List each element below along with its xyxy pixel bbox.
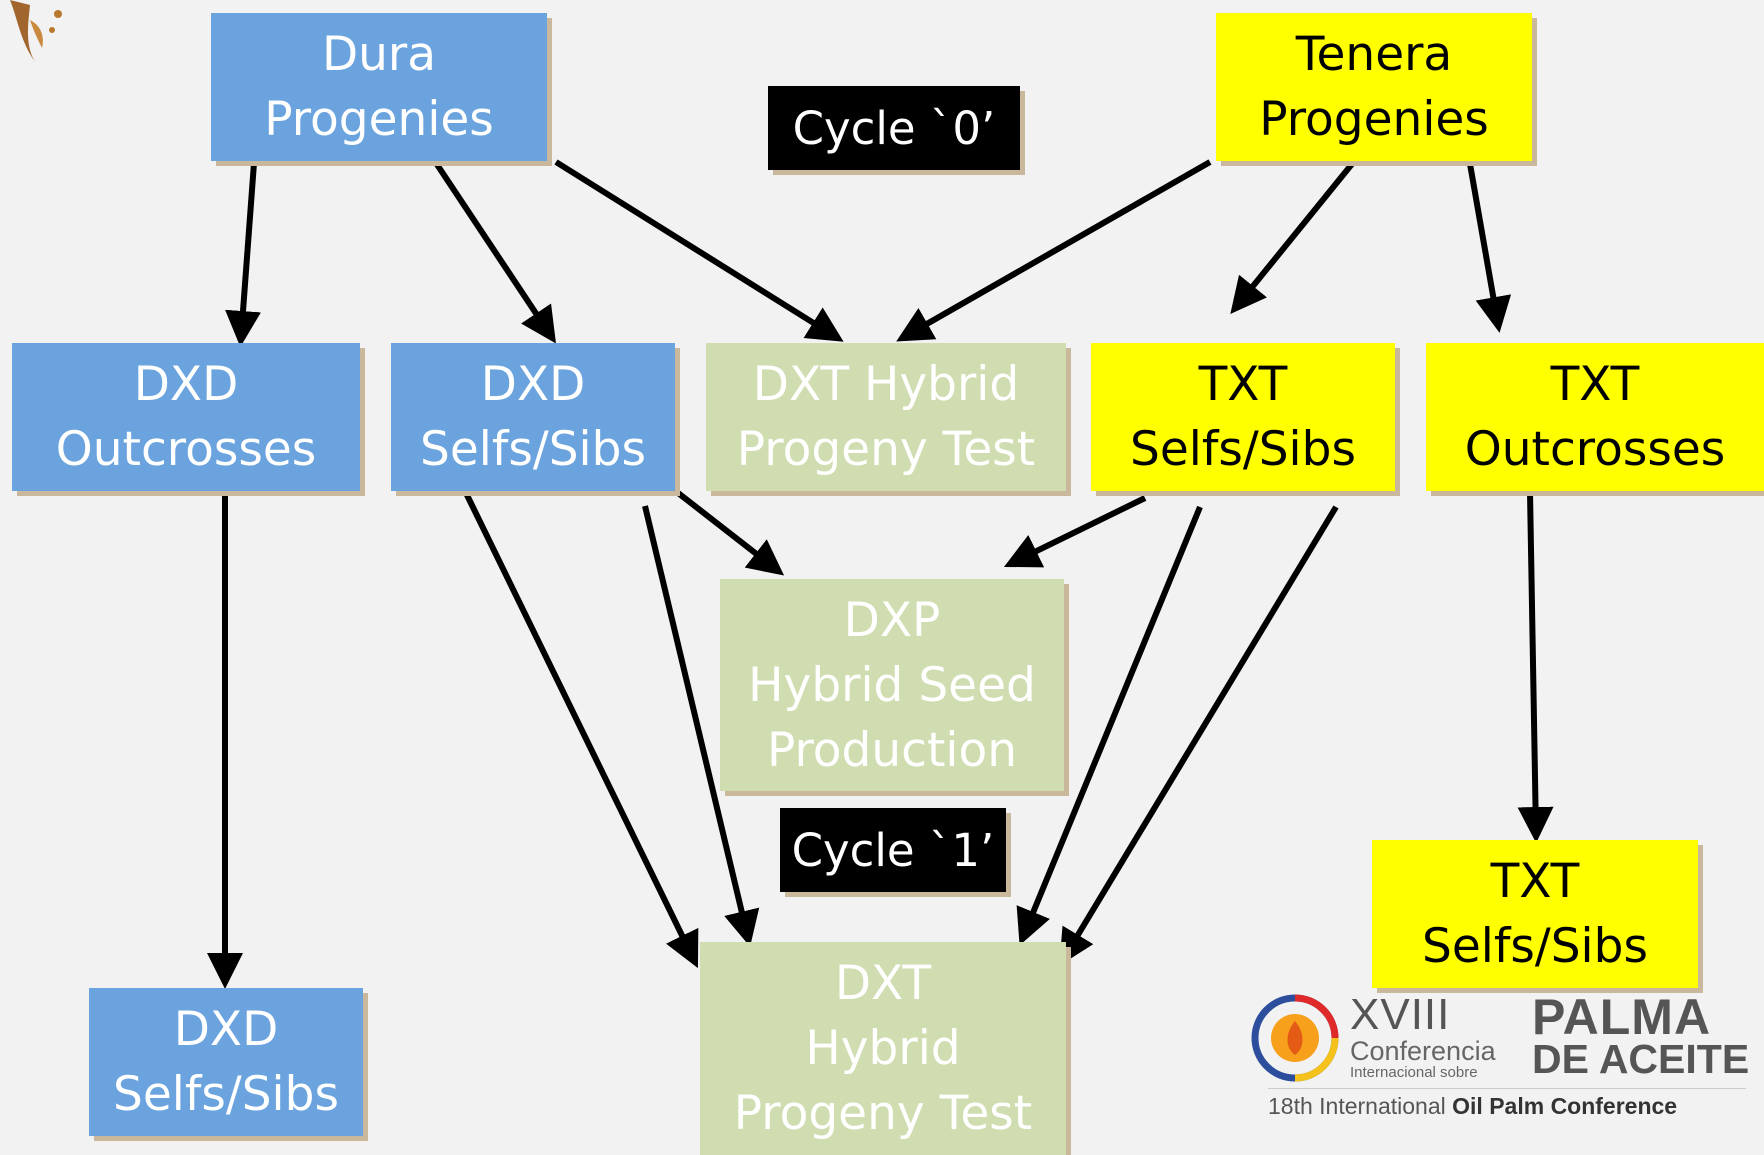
arrow-txt-selfs-to-dxp xyxy=(1003,495,1147,568)
node-dura-progenies: Dura Progenies xyxy=(211,13,547,161)
node-label: Progeny Test xyxy=(733,1086,1033,1141)
node-label: Outcrosses xyxy=(55,422,317,477)
node-label: Tenera xyxy=(1295,27,1453,82)
node-label: DXD xyxy=(133,357,239,412)
node-label: TXT xyxy=(1550,357,1640,412)
logo-english-title: 18th International Oil Palm Conference xyxy=(1268,1093,1677,1120)
node-label: TXT xyxy=(1490,854,1580,909)
node-txt-selfs-sibs-bottom: TXT Selfs/Sibs xyxy=(1372,840,1698,988)
arrow-dura-to-dxt-test xyxy=(554,159,844,342)
logo-internacional: Internacional sobre xyxy=(1350,1064,1478,1081)
node-tenera-progenies: Tenera Progenies xyxy=(1216,13,1532,161)
node-label: Selfs/Sibs xyxy=(113,1067,339,1122)
arrow-tenera-to-dxt-test xyxy=(896,159,1212,342)
logo-roman-numeral: XVIII xyxy=(1350,990,1451,1039)
node-label: Hybrid xyxy=(805,1021,961,1076)
arrow-dxd-selfs-to-dxp xyxy=(671,486,785,576)
cycle-label: Cycle `0’ xyxy=(792,101,996,155)
logo-english-bold: Oil Palm Conference xyxy=(1452,1093,1678,1119)
logo-de-aceite: DE ACEITE xyxy=(1532,1036,1750,1082)
conference-seal-icon xyxy=(1251,994,1339,1082)
arrow-txt-selfs-to-dxt-bottom-a xyxy=(1016,505,1203,946)
node-txt-selfs-sibs: TXT Selfs/Sibs xyxy=(1091,343,1395,491)
arrow-dxd-selfs-to-dxt-bottom-a xyxy=(463,491,699,969)
node-label: TXT xyxy=(1198,357,1288,412)
arrow-dura-to-dxd-selfs xyxy=(433,161,556,344)
node-dxd-selfs-sibs-bottom: DXD Selfs/Sibs xyxy=(89,988,363,1136)
node-label: Progenies xyxy=(1259,92,1489,147)
conference-logo: XVIII Conferencia Internacional sobre PA… xyxy=(1250,988,1750,1128)
logo-divider xyxy=(1268,1088,1746,1089)
node-label: DXP xyxy=(843,592,941,648)
node-dxt-hybrid-progeny-test-bottom: DXT Hybrid Progeny Test xyxy=(700,942,1066,1155)
node-label: DXT Hybrid xyxy=(752,357,1020,412)
arrow-dura-to-dxd-outcrosses xyxy=(225,162,261,347)
node-label: DXD xyxy=(480,357,586,412)
node-label: Selfs/Sibs xyxy=(1130,422,1356,477)
node-label: Dura xyxy=(321,27,437,82)
node-dxd-outcrosses: DXD Outcrosses xyxy=(12,343,360,491)
arrow-tenera-to-txt-outcrosses xyxy=(1467,163,1512,333)
node-label: Selfs/Sibs xyxy=(420,422,646,477)
arrow-dxd-selfs-to-dxt-bottom-b xyxy=(642,505,760,947)
node-label: DXT xyxy=(834,956,932,1011)
node-dxt-hybrid-progeny-test-top: DXT Hybrid Progeny Test xyxy=(706,343,1066,491)
node-label: Progenies xyxy=(264,92,494,147)
node-label: Hybrid Seed xyxy=(748,657,1036,713)
cycle-1-label: Cycle `1’ xyxy=(780,808,1006,892)
arrow-txt-outcrosses-to-txt-selfs xyxy=(1517,491,1554,843)
node-label: Selfs/Sibs xyxy=(1422,919,1648,974)
logo-english-prefix: 18th International xyxy=(1268,1093,1446,1119)
node-label: Progeny Test xyxy=(736,422,1036,477)
arrow-tenera-to-txt-selfs xyxy=(1230,162,1355,314)
node-dxp-hybrid-seed-production: DXP Hybrid Seed Production xyxy=(720,579,1064,791)
cycle-label: Cycle `1’ xyxy=(791,823,995,877)
cycle-0-label: Cycle `0’ xyxy=(768,86,1020,170)
node-txt-outcrosses: TXT Outcrosses xyxy=(1426,343,1764,491)
logo-palma: PALMA xyxy=(1532,989,1712,1045)
node-label: DXD xyxy=(173,1002,279,1057)
arrow-txt-selfs-to-dxt-bottom-b xyxy=(1059,505,1339,966)
node-dxd-selfs-sibs: DXD Selfs/Sibs xyxy=(391,343,675,491)
node-label: Outcrosses xyxy=(1464,422,1726,477)
logo-conferencia: Conferencia xyxy=(1350,1036,1496,1066)
leaf-decoration xyxy=(10,0,62,62)
node-label: Production xyxy=(766,722,1018,778)
